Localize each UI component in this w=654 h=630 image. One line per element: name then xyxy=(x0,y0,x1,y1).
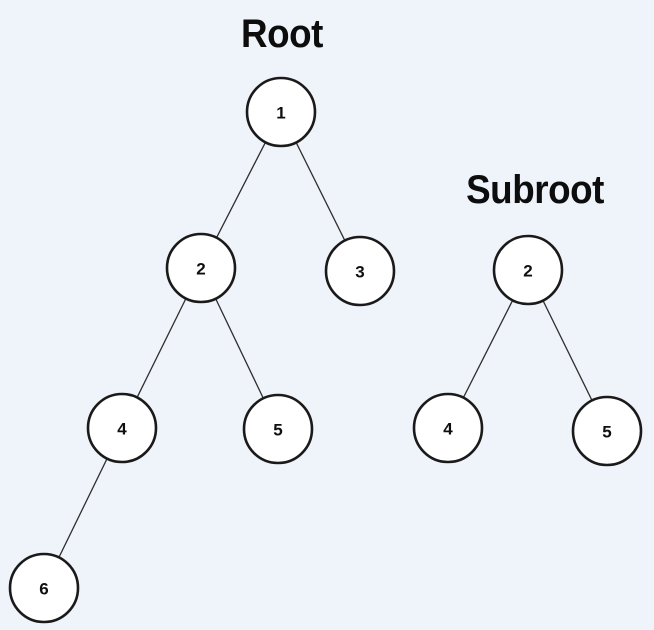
tree-node-root-tree-1 xyxy=(245,76,317,148)
tree-node-label-subroot-tree-5: 5 xyxy=(602,423,611,442)
tree-node-root-tree-3 xyxy=(324,235,396,307)
tree-node-subroot-tree-5 xyxy=(571,395,643,467)
subroot-tree-title: Subroot xyxy=(466,168,604,212)
root-tree: 1 2 3 4 5 6 xyxy=(8,76,396,624)
tree-node-label-subroot-tree-4: 4 xyxy=(443,420,453,439)
tree-node-label-subroot-tree-2: 2 xyxy=(523,262,532,281)
tree-node-root-tree-6 xyxy=(8,552,80,624)
tree-node-label-root-tree-1: 1 xyxy=(276,104,285,123)
tree-node-label-root-tree-2: 2 xyxy=(196,260,205,279)
tree-node-root-tree-5 xyxy=(242,393,314,465)
tree-node-label-root-tree-3: 3 xyxy=(355,263,364,282)
tree-node-label-root-tree-5: 5 xyxy=(273,421,282,440)
tree-node-root-tree-4 xyxy=(86,392,158,464)
subroot-tree: 2 4 5 xyxy=(412,234,643,467)
tree-node-subroot-tree-2 xyxy=(492,234,564,306)
tree-node-label-root-tree-6: 6 xyxy=(39,580,48,599)
tree-node-label-root-tree-4: 4 xyxy=(117,420,127,439)
root-tree-title: Root xyxy=(241,12,323,56)
tree-node-subroot-tree-4 xyxy=(412,392,484,464)
tree-node-root-tree-2 xyxy=(165,232,237,304)
